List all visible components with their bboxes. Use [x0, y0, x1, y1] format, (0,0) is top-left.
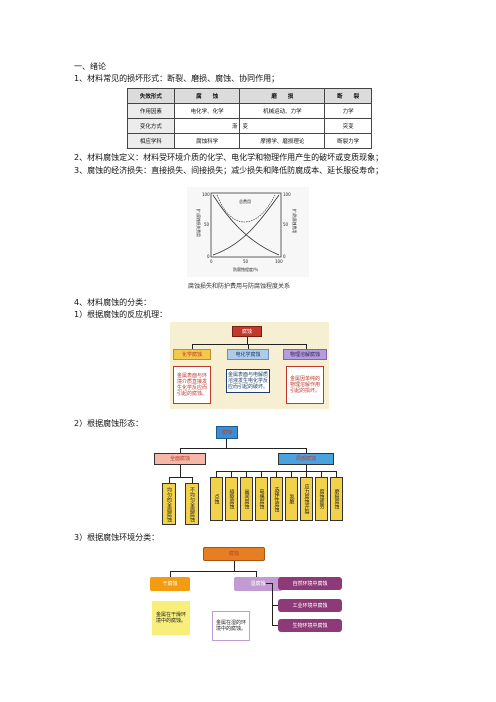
mechanism-diagram: 腐蚀 化学腐蚀 电化学腐蚀 物理溶解腐蚀 金属表面与环境介质直接发生化学反应而引…: [170, 322, 329, 409]
form-node-pitting: 点蚀: [210, 477, 223, 521]
table-cell: 相应学科: [127, 133, 175, 149]
table-cell: 腐 蚀: [173, 88, 241, 104]
mech-desc-chemical: 金属表面与环境介质直接发生化学反应而引起的腐蚀。: [173, 366, 211, 404]
table-cell: 变化方式: [127, 118, 175, 134]
mech-root-node: 腐蚀: [232, 326, 262, 337]
table-cell: 摩擦学、磨损理论: [239, 133, 326, 149]
form-node-stress: 应力腐蚀开裂: [300, 477, 313, 521]
table-cell: 力学: [324, 103, 372, 119]
item-damage-forms: 1、材料常见的损坏形式：断裂、磨损、腐蚀、协同作用；: [74, 74, 280, 83]
x-tick-100: 100: [275, 259, 283, 264]
y-tick-left-50: 50: [204, 222, 210, 227]
sub-by-environment: 3）根据腐蚀环境分类：: [74, 533, 160, 542]
item-economic-loss: 3、腐蚀的经济损失：直接损失、间接损失；减少损失和降低防腐成本、延长服役寿命；: [74, 166, 384, 175]
table-cell: 断 裂: [324, 88, 372, 104]
failure-comparison-table: 失效形式 腐 蚀 磨 损 断 裂 作用因素 电化学、化学 机械运动、力学 力学 …: [127, 88, 372, 149]
table-row: 相应学科 腐蚀科学 摩擦学、磨损理论 断裂力学: [127, 133, 372, 149]
env-node-biological: 生物环境中腐蚀: [278, 619, 342, 632]
y-axis-label-right: 扩/防腐蚀费用: [292, 209, 297, 233]
sub-by-mechanism: 1）根据腐蚀的反应机理：: [74, 310, 168, 319]
form-node-local: 局部腐蚀: [278, 453, 334, 465]
form-node-crevice: 缝隙腐蚀: [225, 477, 238, 521]
form-node-erosion: 磨损腐蚀: [330, 477, 343, 521]
mech-node-physical: 物理溶解腐蚀: [283, 349, 327, 360]
item-corrosion-definition: 2、材料腐蚀定义：材料受环境介质的化学、电化学和物理作用产生的破坏或变质现象；: [74, 153, 384, 162]
sub-by-morphology: 2）根据腐蚀形态：: [74, 419, 144, 428]
item-classification: 4、材料腐蚀的分类：: [74, 298, 152, 307]
table-cell: 机械运动、力学: [239, 103, 326, 119]
morphology-diagram: 腐蚀 全面腐蚀 局部腐蚀 均匀的全面腐蚀 不均匀全面腐蚀 点蚀 缝隙腐蚀 晶间腐…: [150, 423, 343, 527]
y-tick-left-0: 0: [207, 254, 210, 259]
table-cell: 断裂力学: [324, 133, 372, 149]
y-axis-label-left: 扩/腐蚀损失费用: [196, 209, 201, 237]
environment-diagram: 腐蚀 干腐蚀 湿腐蚀 金属在干燥环境中的腐蚀。 金属在湿的环境中的腐蚀。 自然环…: [146, 545, 346, 641]
x-axis-label: 防腐蚀程度/％: [233, 266, 258, 272]
env-desc-wet: 金属在湿的环境中的腐蚀。: [212, 611, 250, 641]
form-node-fatigue: 腐蚀疲劳: [315, 477, 328, 521]
graph-caption: 腐蚀损失和防护费用与防腐蚀程度关系: [188, 283, 291, 290]
protection-cost-curve: [212, 194, 280, 256]
env-node-wet: 湿腐蚀: [234, 577, 282, 591]
table-cell: 变: [239, 118, 326, 134]
cost-vs-protection-graph: 总费用 100 50 0 100 50 0 0 50 100 防腐蚀程度/％ 扩…: [187, 187, 309, 277]
y-tick-right-50: 50: [283, 222, 289, 227]
mech-desc-electrochemical: 金属表面与电解质溶液发生电化学反应而引起的破坏。: [226, 369, 270, 393]
total-cost-curve: [216, 194, 276, 223]
form-node-galvanic: 电偶腐蚀: [255, 477, 268, 521]
plot-frame: [210, 192, 282, 258]
form-node-general: 全面腐蚀: [154, 453, 206, 465]
env-root-node: 腐蚀: [203, 547, 265, 561]
form-root-node: 腐蚀: [216, 426, 238, 439]
x-tick-50: 50: [243, 259, 249, 264]
section-heading: 一、绪论: [74, 62, 106, 71]
y-tick-left-100: 100: [202, 192, 210, 197]
mech-desc-physical: 金属因单纯的物理溶解作用引起的损坏。: [286, 366, 324, 404]
table-cell: 作用因素: [127, 103, 175, 119]
form-node-selective: 选择性腐蚀: [270, 477, 283, 521]
form-node-hydrogen: 氢脆: [285, 477, 298, 521]
table-cell: 失效形式: [127, 88, 175, 104]
table-cell: 电化学、化学: [173, 103, 241, 119]
curve-label-total: 总费用: [239, 198, 251, 204]
table-row: 失效形式 腐 蚀 磨 损 断 裂: [127, 88, 372, 104]
table-cell: 渐: [173, 118, 241, 134]
y-tick-right-100: 100: [283, 192, 291, 197]
form-node-nonuniform: 不均匀全面腐蚀: [185, 483, 199, 525]
table-row: 变化方式 渐 变 突变: [127, 118, 372, 134]
table-row: 作用因素 电化学、化学 机械运动、力学 力学: [127, 103, 372, 119]
form-node-intergranular: 晶间腐蚀: [240, 477, 253, 521]
mech-node-chemical: 化学腐蚀: [173, 349, 211, 360]
env-node-dry: 干腐蚀: [150, 577, 190, 591]
mech-node-electrochemical: 电化学腐蚀: [227, 349, 269, 360]
env-desc-dry: 金属在干燥环境中的腐蚀。: [152, 601, 190, 635]
x-tick-0: 0: [210, 259, 213, 264]
table-cell: 磨 损: [239, 88, 326, 104]
y-tick-right-0: 0: [283, 254, 286, 259]
loss-curve: [212, 194, 280, 256]
table-cell: 腐蚀科学: [173, 133, 241, 149]
env-node-industrial: 工业环境中腐蚀: [278, 599, 342, 612]
env-node-natural: 自然环境中腐蚀: [278, 577, 342, 590]
table-cell: 突变: [324, 118, 372, 134]
form-node-uniform: 均匀的全面腐蚀: [162, 483, 176, 525]
